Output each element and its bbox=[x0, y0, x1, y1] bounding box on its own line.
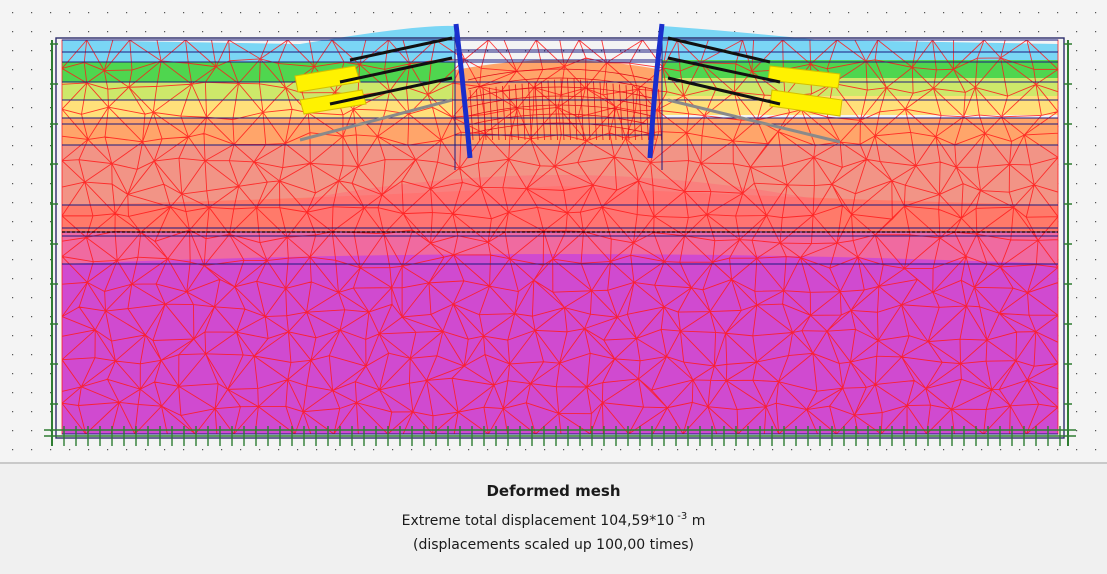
lower-anchor-right bbox=[667, 98, 841, 144]
extreme-displacement-exponent: -3 bbox=[674, 511, 688, 522]
fixity-marker-icon bbox=[44, 43, 1076, 446]
ground-anchor-icon bbox=[329, 36, 453, 106]
diaphragm-wall-icon bbox=[453, 23, 473, 159]
lower-anchor-left bbox=[299, 98, 453, 142]
diaphragm-wall-right bbox=[647, 23, 665, 159]
extreme-displacement-unit: m bbox=[687, 513, 706, 529]
ground-anchor-right bbox=[667, 36, 781, 106]
extreme-displacement-text: Extreme total displacement 104,59*10 -3 … bbox=[0, 511, 1107, 529]
displacement-scale-note: (displacements scaled up 100,00 times) bbox=[413, 537, 694, 553]
model-viewport[interactable] bbox=[0, 0, 1107, 462]
side-fixity-line bbox=[51, 40, 1069, 446]
soil-layer-1 bbox=[62, 25, 455, 62]
extreme-displacement-value: 104,59*10 bbox=[600, 513, 675, 529]
model-boundary bbox=[55, 37, 1065, 439]
deformed-mesh-drawing bbox=[12, 12, 1097, 451]
excavation-edges bbox=[454, 30, 663, 170]
viewport-caption-separator bbox=[0, 462, 1107, 464]
excavation-stage-lines bbox=[455, 39, 662, 136]
result-caption: Deformed mesh Extreme total displacement… bbox=[0, 464, 1107, 574]
caption-title: Deformed mesh bbox=[486, 482, 621, 500]
soil-layer-2 bbox=[662, 26, 1058, 60]
extreme-displacement-label: Extreme total displacement bbox=[401, 513, 601, 529]
grout-body-left bbox=[294, 65, 367, 115]
soil-layer-3 bbox=[62, 62, 455, 82]
